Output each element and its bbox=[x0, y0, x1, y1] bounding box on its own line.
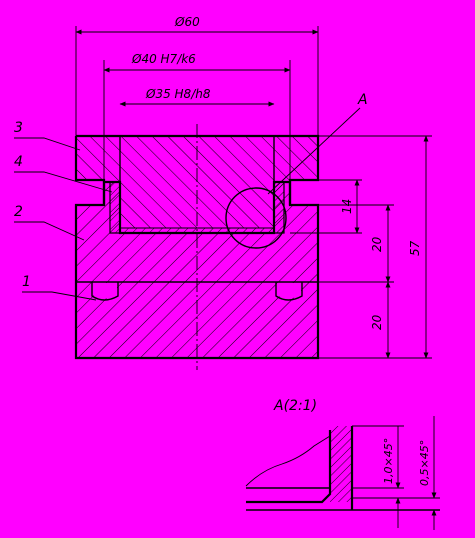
horizontal-dimensions: Ø60 Ø40 H7/k6 Ø35 H8/h8 bbox=[75, 15, 319, 180]
part-3-label: 3 bbox=[14, 120, 23, 136]
detail-a-leader bbox=[267, 107, 361, 195]
detail-a-view: A(2:1) 1,0×45° 0,5×45° bbox=[245, 398, 440, 530]
part-2-label: 2 bbox=[14, 204, 23, 220]
part-1-label: 1 bbox=[22, 274, 31, 290]
bushing-left bbox=[109, 181, 121, 234]
dim-35-text: Ø35 H8/h8 bbox=[145, 87, 211, 101]
detail-wall-outline bbox=[246, 426, 354, 510]
part-labels: 3 4 2 1 bbox=[14, 120, 113, 301]
left-groove bbox=[91, 282, 119, 301]
detail-a-marker: A bbox=[357, 92, 368, 108]
left-groove-fill bbox=[93, 283, 117, 299]
dim-20-upper-text: 20 bbox=[370, 236, 384, 252]
detail-title: A(2:1) bbox=[273, 398, 317, 414]
dim-40-text: Ø40 H7/k6 bbox=[131, 52, 196, 66]
part-4-label: 4 bbox=[14, 154, 23, 170]
dim-chamfer-2-text: 0,5×45° bbox=[418, 440, 431, 486]
right-groove-fill bbox=[277, 283, 301, 299]
dim-20-lower-text: 20 bbox=[370, 314, 384, 330]
dim-60-text: Ø60 bbox=[174, 15, 200, 29]
detail-break-line bbox=[245, 435, 331, 487]
right-groove bbox=[275, 282, 303, 301]
dim-57-text: 57 bbox=[408, 240, 422, 256]
dim-14-text: 14 bbox=[340, 199, 354, 214]
part-3-flange bbox=[74, 134, 432, 228]
vertical-dimensions: 14 20 20 57 bbox=[290, 135, 432, 359]
dim-chamfer-1-text: 1,0×45° bbox=[382, 438, 395, 484]
detail-a-circle bbox=[225, 187, 287, 249]
bushing-right bbox=[273, 181, 285, 234]
detail-wall-hatch bbox=[330, 426, 352, 502]
